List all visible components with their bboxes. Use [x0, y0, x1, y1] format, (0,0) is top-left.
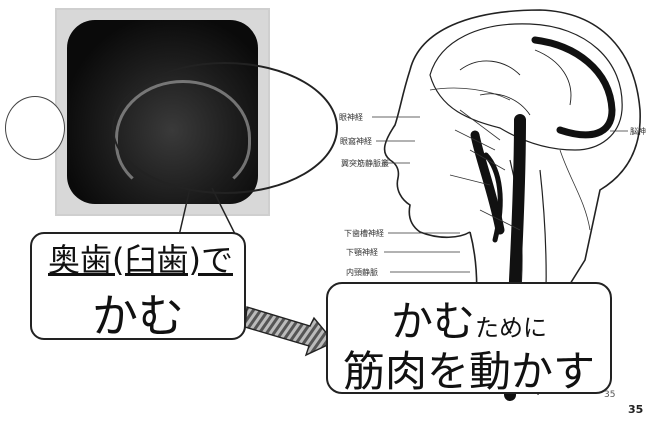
page-number-small: 35	[604, 390, 616, 400]
anatomy-label-7: 脳神	[630, 127, 646, 136]
callout-right-small-text: ために	[475, 314, 547, 342]
callout-left-line2: かむ	[92, 289, 184, 343]
callout-right-big-text: かむ	[390, 297, 475, 346]
arrow-icon	[244, 306, 336, 357]
page-number: 35	[628, 403, 644, 416]
anatomy-label-4: 下歯槽神経	[344, 229, 384, 238]
highlight-ellipse	[112, 62, 338, 194]
anatomy-label-3: 翼突筋静脈叢	[341, 159, 389, 168]
callout-left-line1: 奥歯(臼歯)で	[48, 241, 233, 279]
anatomy-label-6: 内頸静脈	[346, 268, 378, 277]
callout-move-muscles	[326, 282, 612, 394]
callout-bite-molars	[30, 232, 246, 340]
callout-right-line2: 筋肉を動かす	[342, 347, 595, 396]
decorative-circle	[5, 96, 65, 160]
anatomy-label-5: 下顎神経	[346, 248, 378, 257]
anatomy-label-1: 眼神経	[339, 113, 363, 122]
anatomy-label-2: 眼窩神経	[340, 137, 372, 146]
callout-right-line1: かむために	[328, 288, 610, 349]
